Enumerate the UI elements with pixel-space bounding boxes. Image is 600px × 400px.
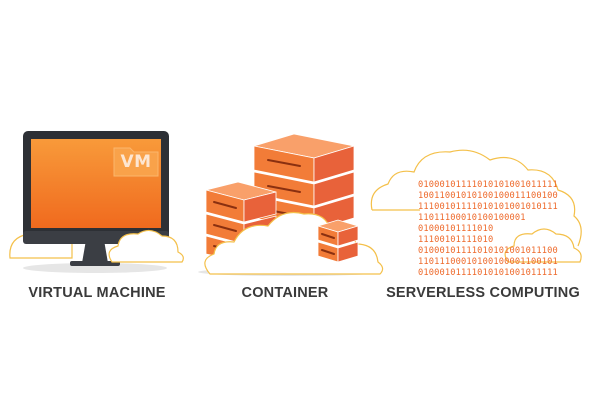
binary-line: 10011001010100100011100100 [418, 191, 558, 201]
monitor-stand [82, 240, 108, 263]
caption-virtual-machine: VIRTUAL MACHINE [28, 285, 166, 301]
binary-line: 01000101111010 [418, 224, 494, 234]
binary-line: 01000101111010101001011111 [418, 268, 558, 278]
binary-line: 11100101111010 [418, 235, 494, 245]
binary-line: 11011100010100100001 [418, 213, 526, 223]
server-stack-icon [198, 133, 384, 276]
monitor-base [70, 261, 120, 266]
vm-shadow [23, 263, 167, 273]
server-unit [253, 171, 355, 207]
cloud-right-icon [108, 229, 184, 263]
server-unit [316, 219, 360, 247]
vm-folder-icon [113, 147, 159, 177]
cloud-serverless-small-icon [504, 228, 582, 263]
server-unit [253, 133, 355, 183]
server-stack-right [316, 219, 360, 263]
server-unit [317, 241, 359, 263]
binary-line: 01000101111010101001011111 [418, 180, 558, 190]
desktop-monitor-icon [9, 131, 184, 273]
cloud-serverless-large-icon [370, 149, 582, 247]
caption-serverless-computing: SERVERLESS COMPUTING [386, 285, 580, 301]
server-unit [205, 181, 277, 223]
caption-container: CONTAINER [241, 285, 329, 301]
binary-line: 11100101111010101001010111 [418, 202, 558, 212]
vm-badge: VM [120, 152, 152, 172]
binary-line: 11011100010100100001100101 [418, 257, 558, 267]
binary-cloud-icon [370, 149, 582, 263]
binary-line: 01000101111010101001011100 [418, 246, 558, 256]
